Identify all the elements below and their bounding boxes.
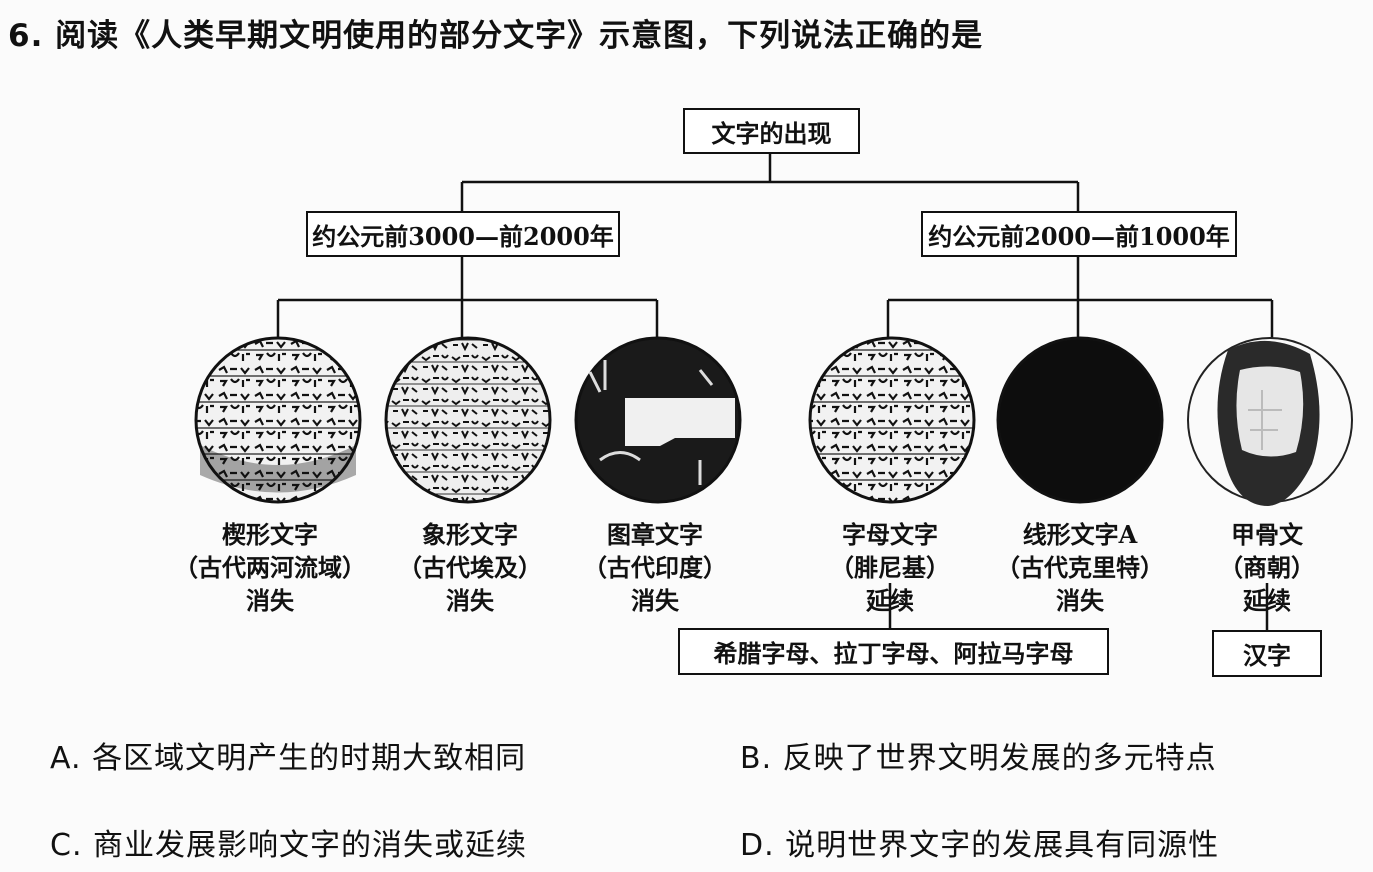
period-box-late: 约公元前2000—前1000年 — [921, 211, 1237, 257]
cuneiform-tablet-image — [194, 336, 362, 504]
script-name: 甲骨文 — [1231, 520, 1303, 549]
root-box: 文字的出现 — [683, 108, 860, 154]
script-region: （古代克里特） — [996, 553, 1164, 582]
script-region: （古代两河流域） — [174, 553, 366, 582]
script-region: （腓尼基） — [830, 553, 950, 582]
option-d[interactable]: D. 说明世界文字的发展具有同源性 — [740, 828, 1220, 863]
script-region: （商朝） — [1219, 553, 1315, 582]
script-fate: 延续 — [1243, 586, 1291, 615]
descendant-box-hanzi: 汉字 — [1212, 630, 1322, 677]
question-stem: 6. 阅读《人类早期文明使用的部分文字》示意图，下列说法正确的是 — [8, 18, 984, 54]
script-name: 象形文字 — [422, 520, 518, 549]
script-fate: 消失 — [246, 586, 294, 615]
script-label-seal: 图章文字 （古代印度） 消失 — [545, 518, 765, 617]
script-name: 字母文字 — [842, 520, 938, 549]
script-name: 楔形文字 — [222, 520, 318, 549]
oracle-bone-image — [1187, 337, 1353, 506]
phoenician-alphabet-image — [808, 336, 976, 504]
script-label-linear-a: 线形文字A （古代克里特） 消失 — [970, 518, 1190, 617]
script-fate: 消失 — [1056, 586, 1104, 615]
script-name: 图章文字 — [607, 520, 703, 549]
descendant-box-alphabets: 希腊字母、拉丁字母、阿拉马字母 — [678, 628, 1109, 675]
script-label-hieroglyph: 象形文字 （古代埃及） 消失 — [360, 518, 580, 617]
script-region: （古代埃及） — [398, 553, 542, 582]
linear-a-image — [996, 336, 1164, 504]
script-label-phoenician: 字母文字 （腓尼基） 延续 — [780, 518, 1000, 617]
seal-script-image — [574, 336, 742, 504]
period-box-early: 约公元前3000—前2000年 — [306, 211, 620, 257]
script-fate: 消失 — [446, 586, 494, 615]
script-name: 线形文字A — [1022, 520, 1138, 549]
script-fate: 延续 — [866, 586, 914, 615]
script-region: （古代印度） — [583, 553, 727, 582]
script-fate: 消失 — [631, 586, 679, 615]
option-c[interactable]: C. 商业发展影响文字的消失或延续 — [50, 828, 528, 863]
option-b[interactable]: B. 反映了世界文明发展的多元特点 — [740, 741, 1217, 776]
script-label-oracle-bone: 甲骨文 （商朝） 延续 — [1157, 518, 1373, 617]
option-a[interactable]: A. 各区域文明产生的时期大致相同 — [50, 741, 527, 776]
hieroglyph-tablet-image — [384, 336, 552, 504]
script-label-cuneiform: 楔形文字 （古代两河流域） 消失 — [160, 518, 380, 617]
